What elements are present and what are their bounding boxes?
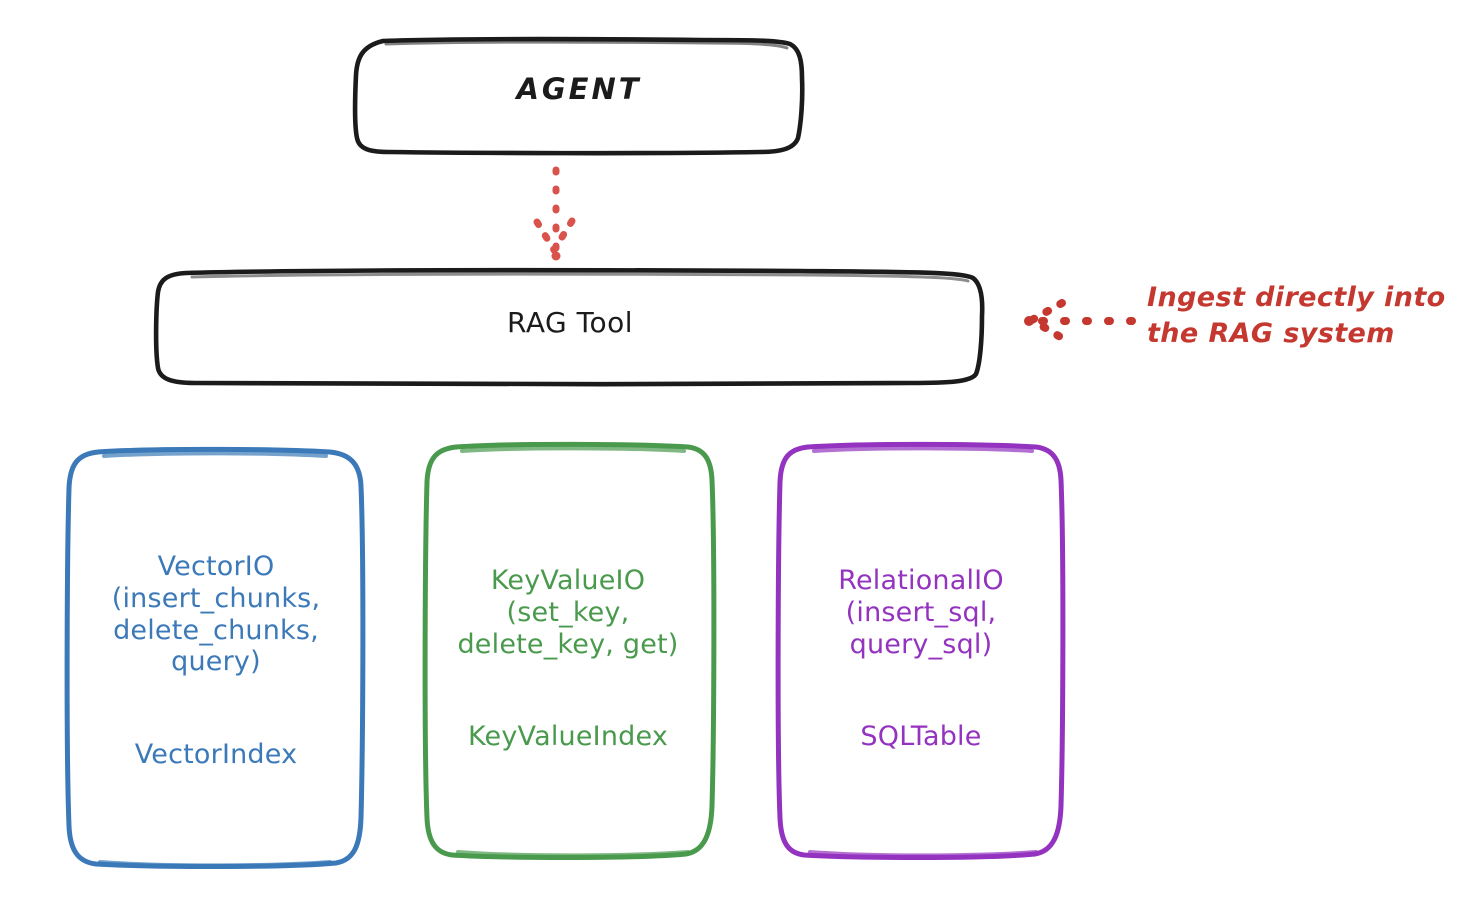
vector-index-label: VectorIndex [134,739,298,771]
vector-io-text-block: VectorIO (insert_chunks, delete_chunks, … [72,532,360,790]
ingest-annotation-label: Ingest directly into the RAG system [1147,282,1446,350]
vector-io-api-label: VectorIO (insert_chunks, delete_chunks, … [111,550,321,678]
relational-io-text-block: RelationalIO (insert_sql, query_sql) SQL… [782,546,1060,772]
relational-io-api-label: RelationalIO (insert_sql, query_sql) [838,564,1004,660]
key-value-io-api-label: KeyValueIO (set_key, delete_key, get) [457,564,679,660]
sql-table-label: SQLTable [860,721,982,753]
rag-tool-label: RAG Tool [507,306,633,339]
agent-label: AGENT [516,72,642,106]
key-value-io-text-block: KeyValueIO (set_key, delete_key, get) Ke… [427,546,709,772]
ingest-arrow [1024,299,1136,342]
agent-to-ragtool-arrow [533,166,576,261]
key-value-index-label: KeyValueIndex [467,721,669,753]
